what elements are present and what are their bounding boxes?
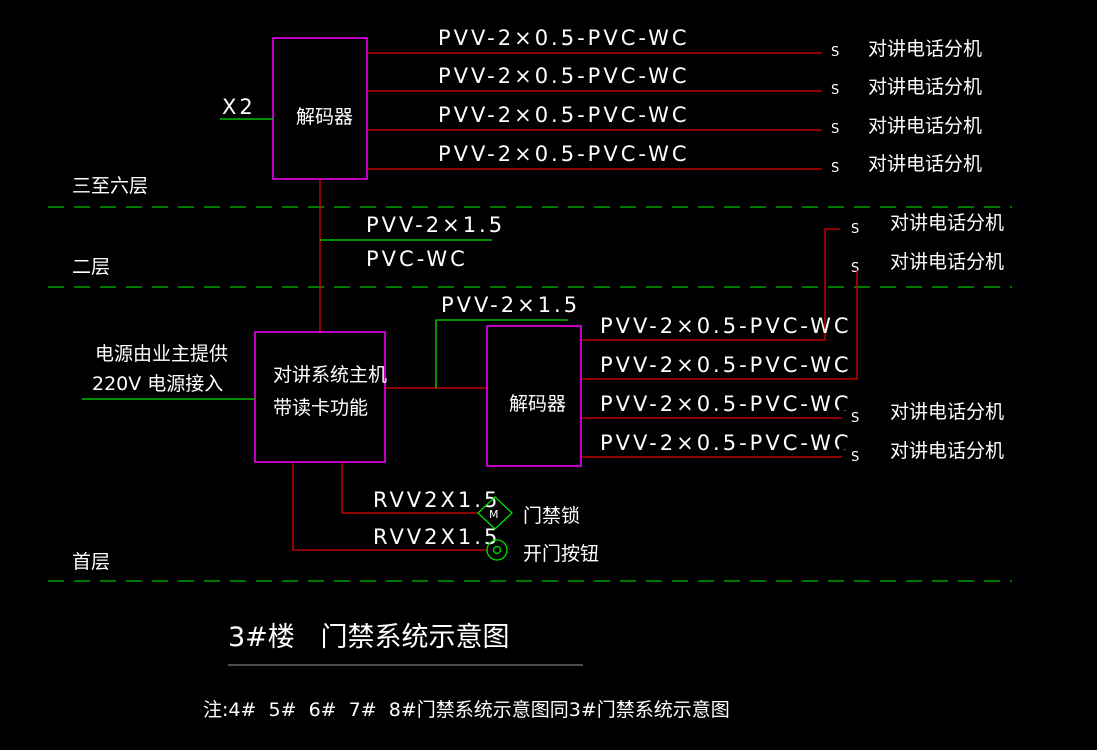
floor-label-upper: 三至六层 xyxy=(72,175,148,197)
intercom-phone-icon: S xyxy=(819,109,851,137)
riser-conduit-label: PVC-WC xyxy=(366,247,468,271)
svg-text:M: M xyxy=(489,508,499,521)
host-label-line1: 对讲系统主机 xyxy=(273,364,387,386)
upper-branch-lines xyxy=(367,52,822,170)
svg-text:S: S xyxy=(831,45,839,60)
intercom-phone-icon: S xyxy=(819,70,851,98)
host-label-line2: 带读卡功能 xyxy=(273,397,368,419)
door-lock-label: 门禁锁 xyxy=(523,505,580,527)
feed-cable-label: PVV-2×1.5 xyxy=(441,293,580,317)
floor-label-second: 二层 xyxy=(72,256,110,278)
power-label-line2: 220V 电源接入 xyxy=(92,373,223,395)
button-line xyxy=(292,462,487,551)
phone-label: 对讲电话分机 xyxy=(868,153,982,175)
cable-label: PVV-2×0.5-PVC-WC xyxy=(600,431,852,455)
cable-label: PVV-2×0.5-PVC-WC xyxy=(600,392,852,416)
intercom-phone-icon: S xyxy=(839,248,871,276)
svg-text:S: S xyxy=(851,261,859,276)
cable-label: PVV-2×0.5-PVC-WC xyxy=(438,64,690,88)
svg-text:S: S xyxy=(831,83,839,98)
svg-text:S: S xyxy=(831,122,839,137)
button-cable-label: RVV2X1.5 xyxy=(373,525,500,549)
door-lock-icon: M xyxy=(477,496,513,530)
door-button-label: 开门按钮 xyxy=(523,543,599,565)
lower-decoder-label: 解码器 xyxy=(509,393,566,415)
cable-label: PVV-2×0.5-PVC-WC xyxy=(438,103,690,127)
phone-label: 对讲电话分机 xyxy=(890,212,1004,234)
phone-label: 对讲电话分机 xyxy=(868,38,982,60)
svg-text:S: S xyxy=(831,161,839,176)
floor-label-first: 首层 xyxy=(72,551,110,573)
intercom-phone-icon: S xyxy=(839,398,871,426)
upper-decoder-label: 解码器 xyxy=(296,106,353,128)
drawing-note: 注:4# 5# 6# 7# 8#门禁系统示意图同3#门禁系统示意图 xyxy=(203,699,730,721)
power-label-line1: 电源由业主提供 xyxy=(95,343,228,365)
phone-label: 对讲电话分机 xyxy=(868,76,982,98)
lock-cable-label: RVV2X1.5 xyxy=(373,488,500,512)
cable-label: PVV-2×0.5-PVC-WC xyxy=(600,314,852,338)
drawing-title: 3#楼 门禁系统示意图 xyxy=(228,622,510,653)
riser-cable-label: PVV-2×1.5 xyxy=(366,213,505,237)
cable-label: PVV-2×0.5-PVC-WC xyxy=(438,26,690,50)
svg-text:S: S xyxy=(851,222,859,237)
svg-text:S: S xyxy=(851,450,859,465)
intercom-phone-icon: S xyxy=(839,437,871,465)
intercom-phone-icon: S xyxy=(819,148,851,176)
intercom-host-box xyxy=(254,331,386,463)
svg-text:S: S xyxy=(851,411,859,426)
cable-label: PVV-2×0.5-PVC-WC xyxy=(600,353,852,377)
intercom-phone-icon: S xyxy=(819,32,851,60)
lock-line xyxy=(341,462,478,514)
lower-branch-lines xyxy=(581,228,858,458)
intercom-phone-icon: S xyxy=(839,209,871,237)
feed-leader xyxy=(435,319,568,388)
cable-label: PVV-2×0.5-PVC-WC xyxy=(438,142,690,166)
phone-label: 对讲电话分机 xyxy=(890,251,1004,273)
phone-label: 对讲电话分机 xyxy=(868,115,982,137)
x2-label: X2 xyxy=(222,95,256,119)
phone-label: 对讲电话分机 xyxy=(890,401,1004,423)
phone-label: 对讲电话分机 xyxy=(890,440,1004,462)
door-button-icon xyxy=(486,539,508,561)
lower-decoder-box xyxy=(486,325,582,467)
